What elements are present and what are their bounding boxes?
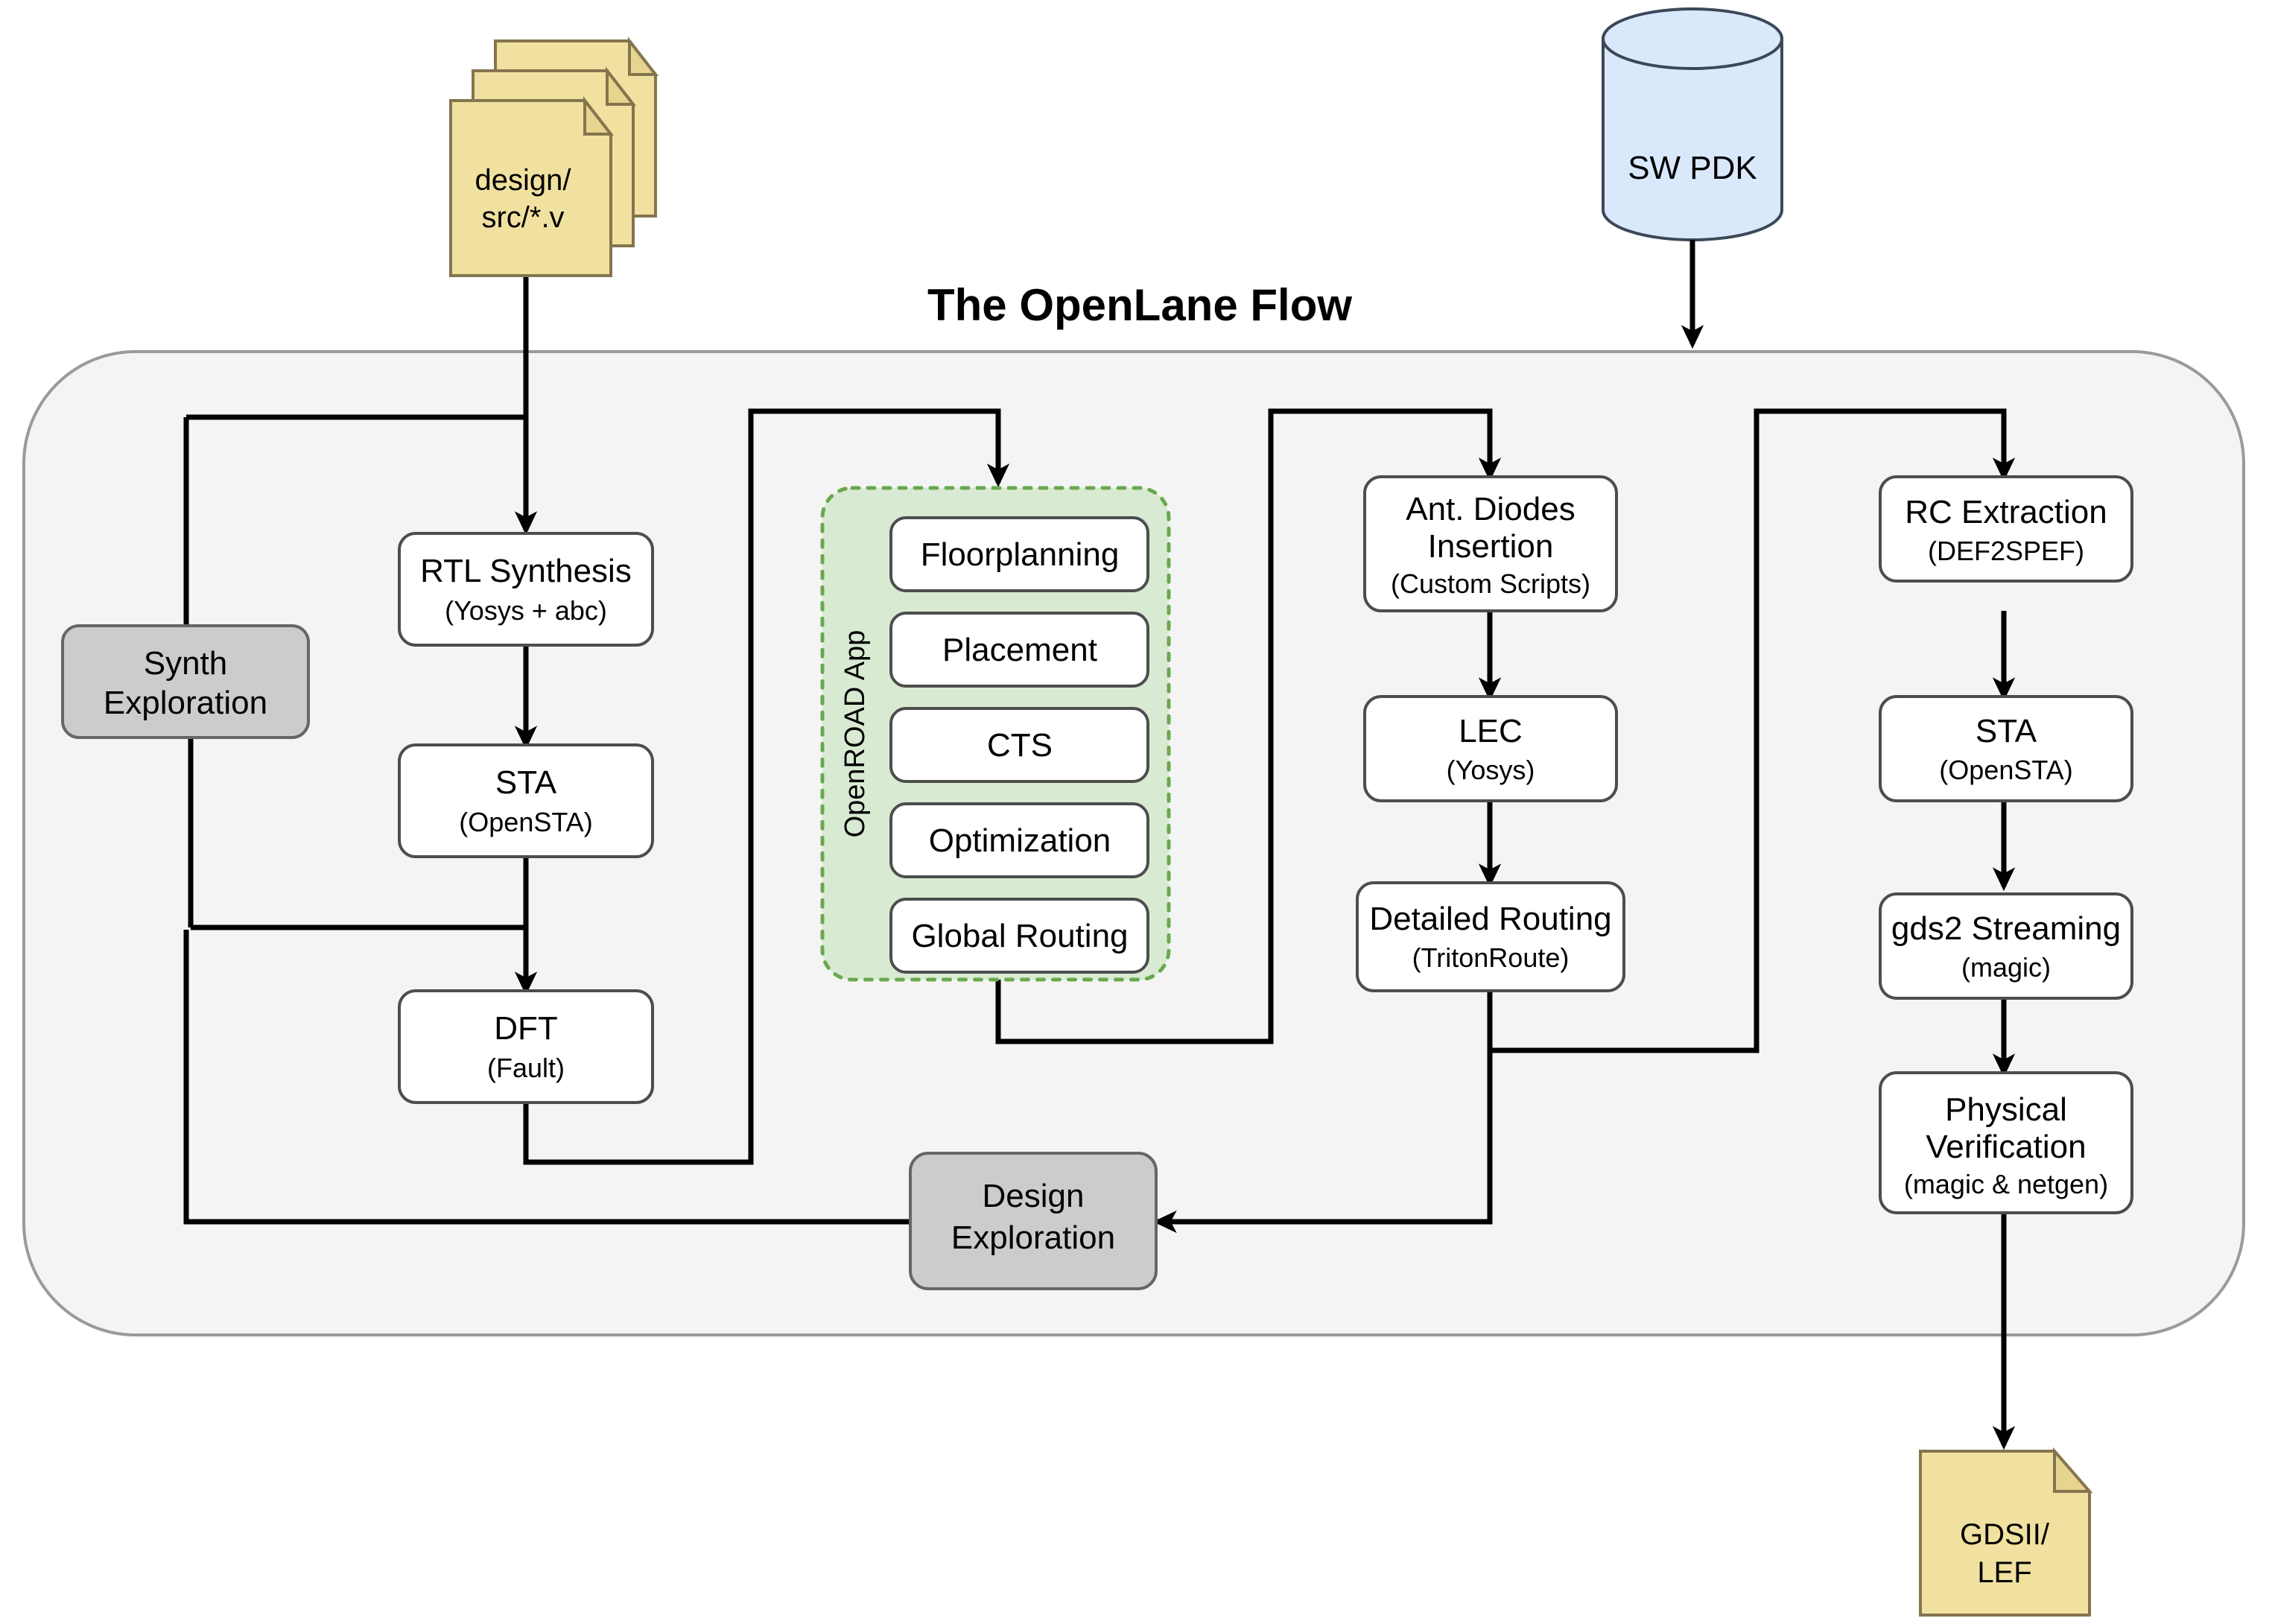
node-sta-2[interactable]: STA (OpenSTA) bbox=[1879, 695, 2133, 802]
node-detailed-routing[interactable]: Detailed Routing (TritonRoute) bbox=[1356, 881, 1625, 992]
ant-diodes-title-line1: Ant. Diodes bbox=[1406, 491, 1575, 527]
gds-doc-line1: GDSII/ bbox=[1960, 1518, 2050, 1551]
rc-extraction-sub: (DEF2SPEF) bbox=[1928, 536, 2084, 566]
node-floorplanning[interactable]: Floorplanning bbox=[889, 516, 1149, 592]
node-lec[interactable]: LEC (Yosys) bbox=[1363, 695, 1618, 802]
lec-sub: (Yosys) bbox=[1447, 755, 1535, 785]
design-exploration-line1: Design bbox=[983, 1178, 1085, 1214]
node-rc-extraction[interactable]: RC Extraction (DEF2SPEF) bbox=[1879, 475, 2133, 583]
sta-1-title: STA bbox=[495, 764, 557, 801]
gds2-streaming-title: gds2 Streaming bbox=[1891, 910, 2121, 947]
node-optimization[interactable]: Optimization bbox=[889, 802, 1149, 878]
node-global-routing[interactable]: Global Routing bbox=[889, 898, 1149, 974]
dft-title: DFT bbox=[494, 1010, 558, 1047]
dft-sub: (Fault) bbox=[487, 1053, 565, 1083]
design-source-document: design/ src/*.v bbox=[449, 37, 659, 277]
physical-verification-sub: (magic & netgen) bbox=[1904, 1169, 2108, 1199]
sta-2-sub: (OpenSTA) bbox=[1939, 755, 2072, 785]
edge-detailedrouting-to-design-exploration bbox=[1152, 991, 1493, 1234]
ant-diodes-sub: (Custom Scripts) bbox=[1391, 568, 1590, 599]
design-doc-line1: design/ bbox=[475, 164, 572, 197]
sta-2-title: STA bbox=[1976, 713, 2037, 749]
node-cts[interactable]: CTS bbox=[889, 707, 1149, 783]
ant-diodes-title-line2: Insertion bbox=[1428, 528, 1554, 565]
page-title: The OpenLane Flow bbox=[927, 280, 1352, 330]
detailed-routing-sub: (TritonRoute) bbox=[1412, 942, 1570, 973]
optimization-title: Optimization bbox=[929, 822, 1111, 859]
gds-doc-line2: LEF bbox=[1977, 1556, 2031, 1589]
placement-title: Placement bbox=[942, 632, 1097, 668]
gds2-streaming-sub: (magic) bbox=[1961, 952, 2051, 983]
edge-globalrouting-to-antdiodes bbox=[995, 408, 1502, 1044]
rtl-synthesis-title: RTL Synthesis bbox=[420, 553, 632, 589]
cts-title: CTS bbox=[987, 727, 1053, 764]
design-exploration-line2: Exploration bbox=[951, 1219, 1115, 1256]
sw-pdk-cylinder: SW PDK bbox=[1602, 7, 1783, 241]
synth-exploration-line1: Synth bbox=[144, 645, 228, 682]
physical-verification-title-line1: Physical bbox=[1945, 1091, 2067, 1128]
edge-design-exploration-feedback bbox=[183, 930, 910, 1225]
design-doc-line2: src/*.v bbox=[481, 201, 564, 234]
node-sta-1[interactable]: STA (OpenSTA) bbox=[398, 743, 654, 858]
node-placement[interactable]: Placement bbox=[889, 612, 1149, 688]
node-gds2-streaming[interactable]: gds2 Streaming (magic) bbox=[1879, 892, 2133, 1000]
physical-verification-title-line2: Verification bbox=[1926, 1129, 2086, 1165]
synth-exploration-line2: Exploration bbox=[104, 685, 267, 721]
sw-pdk-label: SW PDK bbox=[1628, 150, 1757, 186]
edge-layer bbox=[179, 240, 2016, 1450]
global-routing-title: Global Routing bbox=[911, 918, 1128, 954]
design-exploration-node[interactable]: Design Exploration bbox=[909, 1152, 1158, 1290]
node-physical-verification[interactable]: Physical Verification (magic & netgen) bbox=[1879, 1071, 2133, 1214]
node-dft[interactable]: DFT (Fault) bbox=[398, 989, 654, 1104]
gdsii-lef-document: GDSII/ LEF bbox=[1919, 1447, 2093, 1617]
synth-exploration-node[interactable]: Synth Exploration bbox=[61, 624, 310, 739]
rtl-synthesis-sub: (Yosys + abc) bbox=[445, 595, 607, 626]
edge-dft-to-openroad bbox=[523, 408, 1010, 1165]
sta-1-sub: (OpenSTA) bbox=[459, 807, 592, 837]
openroad-app-group-label: OpenROAD App bbox=[840, 630, 871, 838]
rc-extraction-title: RC Extraction bbox=[1905, 494, 2107, 530]
lec-title: LEC bbox=[1459, 713, 1523, 749]
floorplanning-title: Floorplanning bbox=[921, 536, 1120, 573]
node-rtl-synthesis[interactable]: RTL Synthesis (Yosys + abc) bbox=[398, 532, 654, 647]
detailed-routing-title: Detailed Routing bbox=[1369, 901, 1611, 937]
node-ant-diodes-insertion[interactable]: Ant. Diodes Insertion (Custom Scripts) bbox=[1363, 475, 1618, 612]
